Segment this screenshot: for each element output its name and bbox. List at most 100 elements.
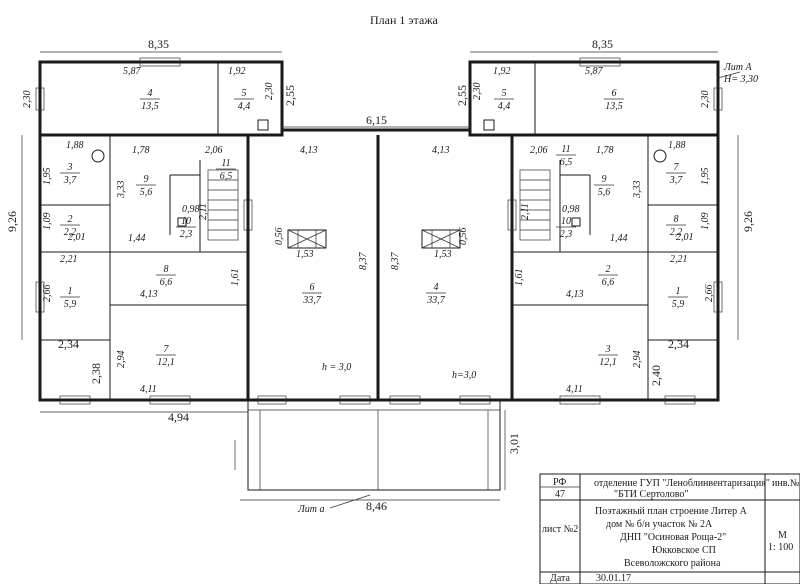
room-area: 5,6 (140, 187, 153, 198)
room-area: 6,6 (602, 277, 615, 288)
room-area: 5,9 (64, 299, 77, 310)
interior-dimension: 4,11 (140, 384, 157, 395)
interior-dimension: 1,09 (700, 213, 711, 231)
right-stairs (519, 169, 551, 241)
right-unit-outer-wall (468, 60, 720, 402)
room-number: 7 (674, 162, 680, 173)
room-number: 4 (434, 282, 439, 293)
interior-dimension: 0,98 (182, 204, 200, 215)
room-number: 2 (606, 264, 611, 275)
room-number: 10 (181, 216, 191, 227)
room-area: 12,1 (157, 357, 175, 368)
room-number: 2 (68, 214, 73, 225)
tb-date-label: Дата (550, 573, 570, 584)
dim-top-left: 8,35 (148, 37, 169, 51)
tb-rf-number: 47 (555, 489, 565, 500)
central-hall-walls (246, 128, 514, 402)
interior-dimension: 2,21 (60, 254, 78, 265)
interior-dimension: 1,88 (66, 140, 84, 151)
interior-dimension: 5,87 (585, 66, 604, 77)
left-stairs (207, 169, 239, 241)
interior-dimension: 4,13 (432, 145, 450, 156)
interior-dimension: 2,06 (530, 145, 548, 156)
boiler-icon (483, 119, 495, 131)
dim-side-left: 9,26 (5, 211, 19, 232)
room-area: 3,7 (63, 175, 78, 186)
dim-top-right: 8,35 (592, 37, 613, 51)
lit-a-porch-label: Лит а (297, 504, 325, 515)
room-area: 6,6 (160, 277, 173, 288)
interior-dimension: 8,37 (358, 252, 369, 271)
interior-dimension: 1,95 (42, 168, 53, 186)
lit-a-label: Лит А (723, 62, 752, 73)
fireplace-icon (421, 229, 461, 249)
room-area: 12,1 (599, 357, 617, 368)
interior-dimension: 0,56 (274, 228, 285, 246)
fireplace-icon (287, 229, 327, 249)
interior-dimension: 2,66 (704, 285, 715, 303)
interior-dimension: 4,11 (566, 384, 583, 395)
room-number: 11 (221, 158, 230, 169)
dim-bl-height: 2,38 (89, 363, 103, 384)
room-area: 5,6 (598, 187, 611, 198)
room-number: 1 (676, 286, 681, 297)
dim-height-left: 2,55 (283, 85, 297, 106)
room-number: 9 (602, 174, 607, 185)
dim-height-right: 2,55 (455, 85, 469, 106)
interior-dimension: 4,13 (300, 145, 318, 156)
room-area: 13,5 (605, 101, 623, 112)
interior-dimension: 1,53 (296, 249, 314, 260)
room-number: 9 (144, 174, 149, 185)
room-area: 33,7 (302, 295, 322, 306)
room-area: 4,4 (238, 101, 251, 112)
porch (234, 400, 501, 491)
interior-dimension: 2,30 (22, 91, 33, 109)
room-labels: 413,554,433,722,295,6102,3116,586,615,97… (60, 88, 688, 368)
room-number: 7 (164, 344, 170, 355)
tb-sheet: лист №2 (542, 524, 578, 535)
interior-dimension: 0,98 (562, 204, 580, 215)
washbasin-icon (91, 149, 105, 163)
interior-dimension: 0,56 (458, 228, 469, 246)
interior-dimension: 2,30 (264, 83, 275, 101)
interior-dimension: 2,94 (632, 351, 643, 369)
room-area: 5,9 (672, 299, 685, 310)
interior-dimension: 1,78 (132, 145, 150, 156)
room-area: 6,5 (560, 157, 573, 168)
room-number: 6 (310, 282, 315, 293)
room-number: 10 (561, 216, 571, 227)
interior-dimension: 3,33 (632, 181, 643, 200)
interior-dimension: 3,33 (116, 181, 127, 200)
interior-dimension: 1,61 (230, 269, 241, 287)
room-area: 6,5 (220, 171, 233, 182)
ceiling-height-right: h=3,0 (452, 370, 476, 381)
interior-dimension: 1,92 (493, 66, 511, 77)
tb-scale-label: М (778, 530, 787, 541)
room-number: 3 (605, 344, 611, 355)
interior-dimension: 1,44 (128, 233, 146, 244)
leader-line (329, 494, 371, 509)
tb-desc-5: Всеволожского района (624, 558, 721, 569)
title-block: РФ 47 отделение ГУП "Леноблинвентаризаци… (539, 473, 800, 584)
interior-dimension: 1,95 (700, 168, 711, 186)
tb-inventory-label: инв.№ (772, 478, 799, 489)
washbasin-icon (653, 149, 667, 163)
room-number: 3 (67, 162, 73, 173)
tb-desc-2: дом № б/н участок № 2А (606, 519, 713, 530)
interior-dimension: 1,44 (610, 233, 628, 244)
room-number: 6 (612, 88, 617, 99)
interior-dimension: 5,87 (123, 66, 142, 77)
room-area: 2,3 (560, 229, 573, 240)
room-area: 2,2 (64, 227, 77, 238)
chimney-icon (571, 217, 581, 227)
interior-dimension: 2,21 (670, 254, 688, 265)
interior-dimension: 4,13 (566, 289, 584, 300)
interior-dimension: 2,06 (205, 145, 223, 156)
interior-dimension: 2,11 (520, 203, 531, 220)
room-number: 1 (68, 286, 73, 297)
interior-dimension: 1,78 (596, 145, 614, 156)
interior-dimension: 1,61 (514, 269, 525, 287)
boiler-icon (257, 119, 269, 131)
dim-porch-depth: 3,01 (507, 433, 521, 454)
